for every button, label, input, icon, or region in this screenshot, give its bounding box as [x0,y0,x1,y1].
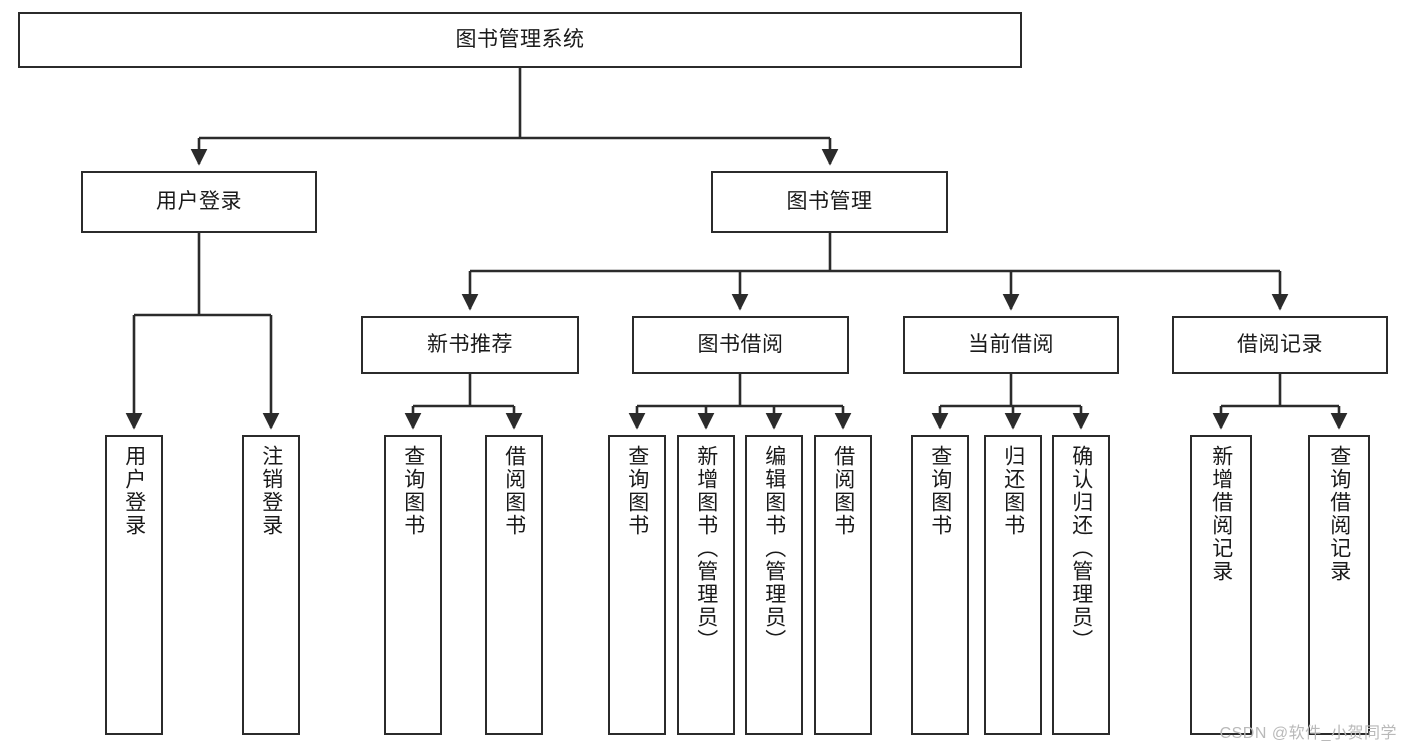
node-leaf-confirm-return[interactable]: 确认归还（管理员） [1052,435,1110,735]
node-leaf-query-book-1-label: 查询图书 [401,445,425,537]
node-leaf-add-book-label: 新增图书（管理员） [694,445,718,652]
node-new-book-recommend[interactable]: 新书推荐 [361,316,579,374]
node-leaf-query-record[interactable]: 查询借阅记录 [1308,435,1370,735]
node-new-book-recommend-label: 新书推荐 [427,333,513,357]
node-leaf-query-record-label: 查询借阅记录 [1327,445,1351,583]
node-leaf-query-book-1[interactable]: 查询图书 [384,435,442,735]
node-leaf-add-record-label: 新增借阅记录 [1209,445,1233,583]
node-leaf-query-book-2-label: 查询图书 [625,445,649,537]
node-leaf-edit-book[interactable]: 编辑图书（管理员） [745,435,803,735]
node-leaf-add-record[interactable]: 新增借阅记录 [1190,435,1252,735]
node-leaf-borrow-book-1[interactable]: 借阅图书 [485,435,543,735]
node-leaf-user-login-label: 用户登录 [122,445,146,537]
node-borrow-record-label: 借阅记录 [1237,333,1323,357]
node-root[interactable]: 图书管理系统 [18,12,1022,68]
node-leaf-logout[interactable]: 注销登录 [242,435,300,735]
node-leaf-user-login[interactable]: 用户登录 [105,435,163,735]
node-leaf-borrow-book-2[interactable]: 借阅图书 [814,435,872,735]
node-leaf-query-book-3-label: 查询图书 [928,445,952,537]
node-leaf-add-book[interactable]: 新增图书（管理员） [677,435,735,735]
node-leaf-return-book[interactable]: 归还图书 [984,435,1042,735]
node-leaf-query-book-3[interactable]: 查询图书 [911,435,969,735]
node-book-manage-label: 图书管理 [786,190,873,214]
node-leaf-edit-book-label: 编辑图书（管理员） [762,445,786,652]
node-book-borrow[interactable]: 图书借阅 [632,316,849,374]
node-book-manage[interactable]: 图书管理 [711,171,948,233]
node-leaf-logout-label: 注销登录 [259,445,283,537]
node-current-borrow[interactable]: 当前借阅 [903,316,1119,374]
node-borrow-record[interactable]: 借阅记录 [1172,316,1388,374]
node-leaf-borrow-book-2-label: 借阅图书 [831,445,855,537]
node-leaf-query-book-2[interactable]: 查询图书 [608,435,666,735]
node-book-borrow-label: 图书借阅 [697,333,784,357]
node-user-login[interactable]: 用户登录 [81,171,317,233]
node-current-borrow-label: 当前借阅 [968,333,1054,357]
node-leaf-return-book-label: 归还图书 [1001,445,1025,537]
node-leaf-confirm-return-label: 确认归还（管理员） [1069,445,1093,652]
node-user-login-label: 用户登录 [156,190,242,214]
node-root-label: 图书管理系统 [455,28,585,52]
node-leaf-borrow-book-1-label: 借阅图书 [502,445,526,537]
